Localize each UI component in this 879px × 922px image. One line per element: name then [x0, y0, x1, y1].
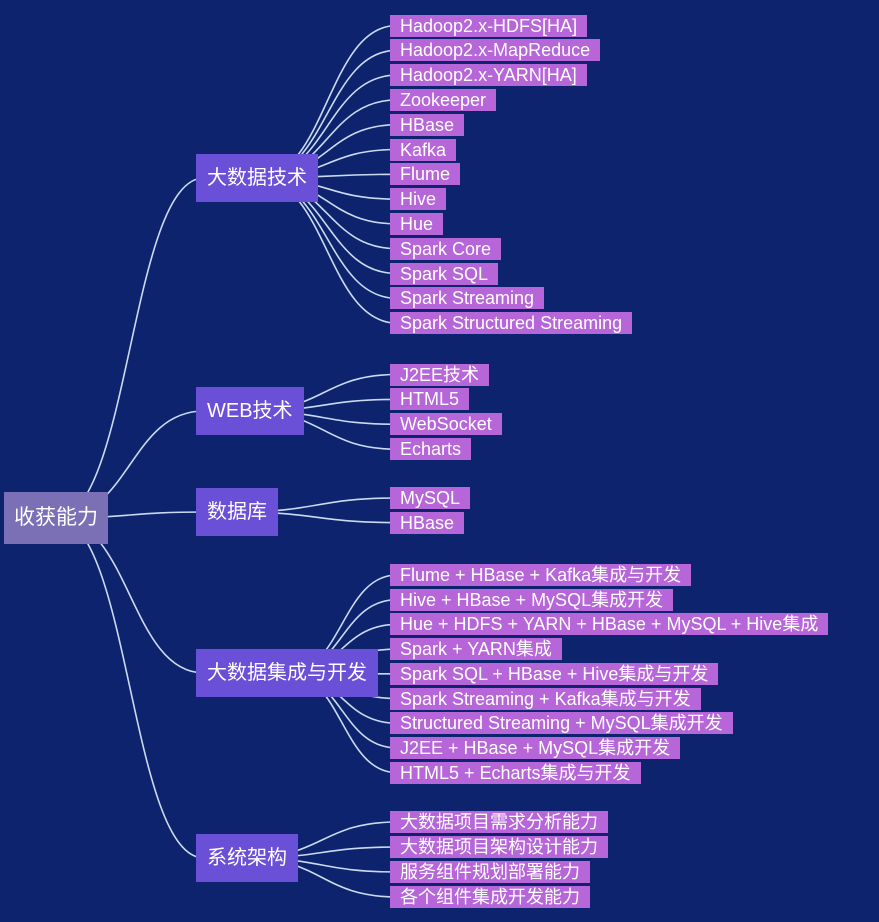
leaf-node[interactable]: WebSocket: [390, 413, 502, 436]
branch-node-3[interactable]: 数据库: [196, 488, 278, 536]
leaf-node[interactable]: HTML5: [390, 388, 470, 411]
leaf-node[interactable]: Kafka: [390, 138, 457, 161]
leaf-node[interactable]: Hive: [390, 188, 447, 211]
branch-node-2[interactable]: WEB技术: [196, 387, 304, 435]
leaf-node[interactable]: Spark SQL + HBase + Hive集成与开发: [390, 662, 719, 685]
connector-path: [55, 177, 205, 519]
leaf-node[interactable]: 大数据项目需求分析能力: [390, 811, 608, 833]
leaf-node[interactable]: Hue + HDFS + YARN + HBase + MySQL + Hive…: [390, 613, 829, 636]
connector-path: [55, 517, 205, 859]
leaf-node[interactable]: J2EE技术: [390, 363, 490, 386]
leaf-node[interactable]: Structured Streaming + MySQL集成开发: [390, 712, 733, 735]
branch-node-4[interactable]: 大数据集成与开发: [196, 649, 378, 697]
leaf-node[interactable]: J2EE + HBase + MySQL集成开发: [390, 736, 681, 759]
leaf-node[interactable]: Hadoop2.x-YARN[HA]: [390, 64, 587, 87]
leaf-node[interactable]: Spark Streaming: [390, 287, 545, 310]
leaf-node[interactable]: MySQL: [390, 487, 471, 509]
leaf-node[interactable]: HTML5 + Echarts集成与开发: [390, 761, 641, 784]
root-node[interactable]: 收获能力: [4, 492, 108, 544]
leaf-node[interactable]: 各个组件集成开发能力: [390, 886, 590, 908]
branch-node-1[interactable]: 大数据技术: [196, 154, 318, 202]
leaf-node[interactable]: Hive + HBase + MySQL集成开发: [390, 588, 674, 611]
leaf-node[interactable]: 大数据项目架构设计能力: [390, 836, 608, 858]
branch-node-5[interactable]: 系统架构: [196, 834, 298, 882]
leaf-node[interactable]: Zookeeper: [390, 88, 497, 111]
leaf-node[interactable]: HBase: [390, 511, 465, 534]
leaf-node[interactable]: Spark + YARN集成: [390, 638, 562, 661]
leaf-node[interactable]: Spark Structured Streaming: [390, 312, 633, 335]
leaf-node[interactable]: HBase: [390, 113, 465, 136]
leaf-node[interactable]: 服务组件规划部署能力: [390, 861, 590, 883]
leaf-node[interactable]: Spark Core: [390, 237, 502, 260]
leaf-node[interactable]: Spark Streaming + Kafka集成与开发: [390, 687, 701, 710]
leaf-node[interactable]: Echarts: [390, 438, 472, 461]
leaf-node[interactable]: Spark SQL: [390, 262, 499, 285]
leaf-node[interactable]: Flume: [390, 163, 461, 186]
leaf-node[interactable]: Hue: [390, 212, 444, 235]
leaf-node[interactable]: Hadoop2.x-HDFS[HA]: [390, 14, 588, 37]
leaf-node[interactable]: Flume + HBase + Kafka集成与开发: [390, 564, 692, 586]
leaf-node[interactable]: Hadoop2.x-MapReduce: [390, 39, 601, 62]
